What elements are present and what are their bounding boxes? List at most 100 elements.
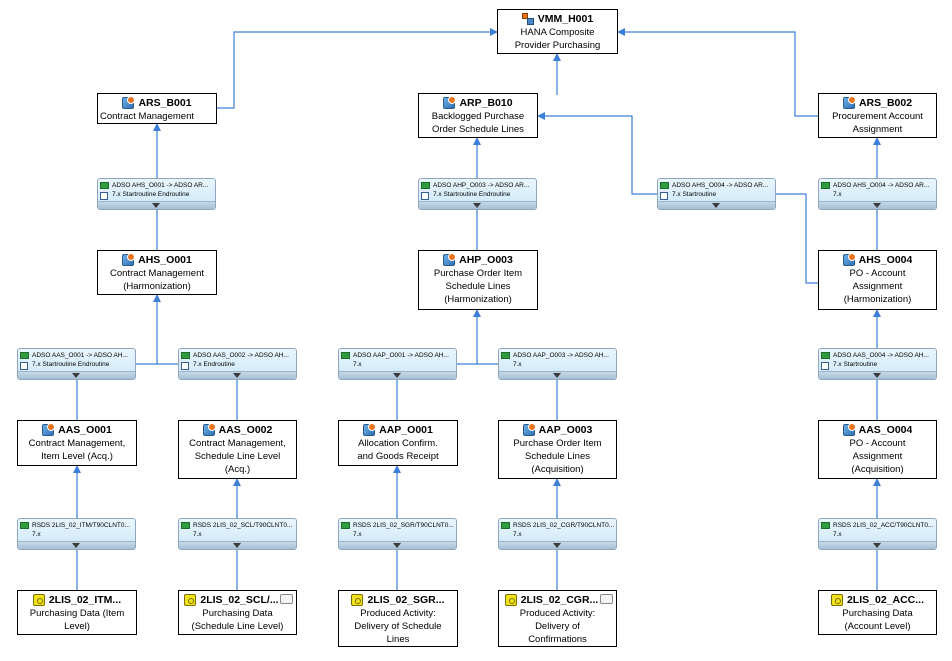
node-name: AAS_O002 — [218, 424, 273, 436]
transformation-detail: 7.x — [833, 191, 842, 198]
transformation-label: ADSO AAP_O001 -> ADSO AH... — [353, 352, 449, 359]
transformation-ahs_o004-a[interactable]: ADSO AHS_O004 -> ADSO AR... 7.x Startrou… — [657, 178, 776, 210]
transformation-icon — [501, 352, 510, 359]
expand-arrow-icon[interactable] — [873, 543, 881, 548]
transformation-scl[interactable]: RSDS 2LIS_02_SCL/T90CLNT0... 7.x — [178, 518, 297, 550]
node-description: PO - Account Assignment (Acquisition) — [849, 438, 906, 475]
transformation-aas_o001[interactable]: ADSO AAS_O001 -> ADSO AH... 7.x Startrou… — [17, 348, 136, 380]
adso-node-aap_o001[interactable]: AAP_O001 Allocation Confirm. and Goods R… — [338, 420, 458, 466]
adso-cube-icon — [363, 423, 377, 436]
transformation-aap_o003[interactable]: ADSO AAP_O003 -> ADSO AH... 7.x — [498, 348, 617, 380]
comment-icon[interactable] — [280, 594, 293, 604]
transformation-icon — [341, 522, 350, 529]
node-name: ARS_B001 — [138, 97, 192, 109]
expand-arrow-icon[interactable] — [152, 203, 160, 208]
node-name: 2LIS_02_ITM... — [48, 594, 122, 606]
adso-cube-icon — [42, 423, 56, 436]
transformation-detail: 7.x Startroutine — [672, 191, 717, 198]
transformation-aap_o001[interactable]: ADSO AAP_O001 -> ADSO AH... 7.x — [338, 348, 457, 380]
expand-arrow-icon[interactable] — [393, 543, 401, 548]
expand-arrow-icon[interactable] — [233, 543, 241, 548]
expand-arrow-icon[interactable] — [233, 373, 241, 378]
transformation-icon — [660, 182, 669, 189]
node-name: ARP_B010 — [459, 97, 513, 109]
datasource-icon — [504, 594, 517, 606]
transformation-sgr[interactable]: RSDS 2LIS_02_SGR/T90CLNT0... 7.x — [338, 518, 457, 550]
adso-node-ars_b002[interactable]: ARS_B002 Procurement Account Assignment — [818, 93, 937, 138]
transformation-label: RSDS 2LIS_02_CGR/T90CLNT0... — [513, 522, 615, 529]
expand-arrow-icon[interactable] — [712, 203, 720, 208]
expand-arrow-icon[interactable] — [553, 373, 561, 378]
routine-icon — [421, 192, 429, 200]
expand-arrow-icon[interactable] — [873, 203, 881, 208]
transformation-detail: 7.x — [353, 361, 362, 368]
adso-node-ahp_o003[interactable]: AHP_O003 Purchase Order Item Schedule Li… — [418, 250, 538, 310]
transformation-icon — [100, 182, 109, 189]
adso-node-arp_b010[interactable]: ARP_B010 Backlogged Purchase Order Sched… — [418, 93, 538, 138]
datasource-node-acc[interactable]: 2LIS_02_ACC... Purchasing Data (Account … — [818, 590, 937, 635]
routine-icon — [181, 362, 189, 370]
transformation-label: ADSO AAS_O004 -> ADSO AH... — [833, 352, 929, 359]
composite-provider-node[interactable]: VMM_H001 HANA Composite Provider Purchas… — [497, 9, 618, 54]
transformation-ahs_o004-b[interactable]: ADSO AHS_O004 -> ADSO AR... 7.x — [818, 178, 937, 210]
routine-icon — [821, 362, 829, 370]
transformation-label: ADSO AAS_O002 -> ADSO AH... — [193, 352, 289, 359]
transformation-icon — [181, 352, 190, 359]
node-description: Produced Activity: Delivery of Schedule … — [354, 608, 442, 645]
adso-node-aas_o004[interactable]: AAS_O004 PO - Account Assignment (Acquis… — [818, 420, 937, 479]
node-description: Backlogged Purchase Order Schedule Lines — [431, 111, 525, 135]
edge-t_aap_o001-to-ahp_o003 — [457, 309, 481, 365]
transformation-aas_o002[interactable]: ADSO AAS_O002 -> ADSO AH... 7.x Endrouti… — [178, 348, 297, 380]
node-description: PO - Account Assignment (Harmonization) — [843, 268, 912, 305]
transformation-aas_o004[interactable]: ADSO AAS_O004 -> ADSO AH... 7.x Startrou… — [818, 348, 937, 380]
node-name: AAP_O003 — [538, 424, 593, 436]
transformation-itm[interactable]: RSDS 2LIS_02_ITM/T90CLNT0... 7.x — [17, 518, 136, 550]
transformation-ahs_o001[interactable]: ADSO AHS_O001 -> ADSO AR... 7.x Startrou… — [97, 178, 216, 210]
expand-arrow-icon[interactable] — [393, 373, 401, 378]
expand-arrow-icon[interactable] — [473, 203, 481, 208]
node-name: AHP_O003 — [459, 254, 513, 266]
edge-ars_b001-to-composite — [201, 28, 498, 109]
datasource-node-scl[interactable]: 2LIS_02_SCL/... Purchasing Data (Schedul… — [178, 590, 297, 635]
transformation-icon — [821, 352, 830, 359]
adso-node-ahs_o004[interactable]: AHS_O004 PO - Account Assignment (Harmon… — [818, 250, 937, 310]
node-name: AAP_O001 — [379, 424, 433, 436]
transformation-icon — [20, 352, 29, 359]
adso-cube-icon — [443, 96, 457, 109]
transformation-label: RSDS 2LIS_02_SCL/T90CLNT0... — [193, 522, 293, 529]
transformation-label: ADSO AHS_O004 -> ADSO AR... — [672, 182, 769, 189]
datasource-node-sgr[interactable]: 2LIS_02_SGR... Produced Activity: Delive… — [338, 590, 458, 647]
node-description: Purchase Order Item Schedule Lines (Acqu… — [513, 438, 602, 475]
comment-icon[interactable] — [600, 594, 613, 604]
adso-cube-icon — [443, 253, 457, 266]
node-name: 2LIS_02_SCL/... — [200, 594, 279, 606]
transformation-icon — [421, 182, 430, 189]
datasource-node-itm[interactable]: 2LIS_02_ITM... Purchasing Data (Item Lev… — [17, 590, 137, 635]
edge-ahs_o004-to-t_a — [776, 193, 818, 284]
transformation-acc[interactable]: RSDS 2LIS_02_ACC/T90CLNT0... 7.x — [818, 518, 937, 550]
expand-arrow-icon[interactable] — [72, 543, 80, 548]
expand-arrow-icon[interactable] — [72, 373, 80, 378]
expand-arrow-icon[interactable] — [553, 543, 561, 548]
node-name: AHS_O001 — [138, 254, 192, 266]
transformation-label: ADSO AHP_O003 -> ADSO AR... — [433, 182, 530, 189]
transformation-label: RSDS 2LIS_02_ACC/T90CLNT0... — [833, 522, 934, 529]
adso-cube-icon — [842, 423, 856, 436]
datasource-icon — [351, 594, 364, 606]
node-name: AAS_O004 — [858, 424, 913, 436]
node-description: Contract Management — [100, 111, 194, 122]
transformation-cgr[interactable]: RSDS 2LIS_02_CGR/T90CLNT0... 7.x — [498, 518, 617, 550]
transformation-ahp_o003[interactable]: ADSO AHP_O003 -> ADSO AR... 7.x Startrou… — [418, 178, 537, 210]
transformation-icon — [341, 352, 350, 359]
adso-node-aas_o001[interactable]: AAS_O001 Contract Management, Item Level… — [17, 420, 137, 466]
adso-node-aas_o002[interactable]: AAS_O002 Contract Management, Schedule L… — [178, 420, 297, 479]
expand-arrow-icon[interactable] — [873, 373, 881, 378]
adso-node-ars_b001[interactable]: ARS_B001 Contract Management — [97, 93, 217, 124]
adso-node-aap_o003[interactable]: AAP_O003 Purchase Order Item Schedule Li… — [498, 420, 617, 479]
transformation-detail: 7.x — [32, 531, 41, 538]
datasource-node-cgr[interactable]: 2LIS_02_CGR... Produced Activity: Delive… — [498, 590, 617, 647]
transformation-detail: 7.x Endroutine — [193, 361, 235, 368]
adso-node-ahs_o001[interactable]: AHS_O001 Contract Management (Harmonizat… — [97, 250, 217, 295]
transformation-label: ADSO AAS_O001 -> ADSO AH... — [32, 352, 128, 359]
